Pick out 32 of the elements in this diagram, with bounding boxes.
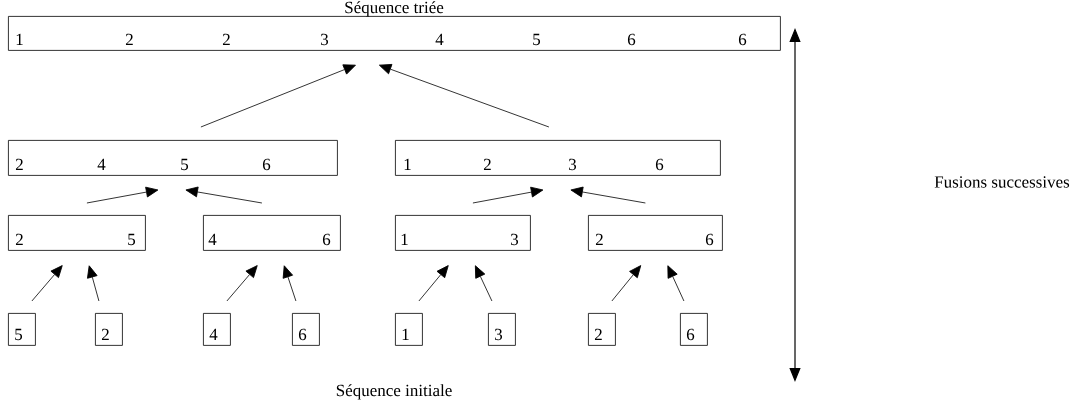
number-box: 3 — [488, 313, 516, 346]
arrow — [611, 265, 642, 302]
arrow — [200, 64, 356, 128]
arrow — [379, 64, 550, 128]
number-box: 2 — [95, 313, 123, 346]
arrow — [418, 265, 449, 302]
number-box: 4 — [203, 313, 231, 346]
number-box: 2 — [588, 313, 616, 346]
arrow — [570, 186, 646, 204]
number-box: 1 3 — [395, 215, 531, 251]
number-box: 1 2 3 6 — [395, 140, 721, 176]
number-box: 4 6 — [203, 215, 341, 251]
number-box: 2 6 — [588, 215, 723, 251]
number-box: 5 — [8, 313, 36, 346]
number-box: 2 5 — [8, 215, 146, 251]
arrow — [474, 265, 493, 302]
title: Séquence triée — [345, 1, 444, 17]
caption: Séquence initiale — [336, 384, 452, 400]
side-label: Fusions successives — [934, 176, 1070, 188]
number-box: 2 4 5 6 — [8, 140, 338, 176]
arrow — [87, 265, 100, 302]
arrow — [86, 186, 159, 204]
arrow — [226, 265, 258, 302]
number-box: 6 — [680, 313, 708, 346]
arrow — [667, 265, 685, 302]
number-box: 1 — [395, 313, 423, 346]
number-box: 1 2 2 3 4 5 6 6 — [8, 16, 781, 51]
arrow — [31, 265, 63, 302]
arrow — [282, 265, 297, 302]
arrow — [185, 186, 263, 204]
number-box: 6 — [292, 313, 320, 346]
arrow — [472, 186, 544, 204]
